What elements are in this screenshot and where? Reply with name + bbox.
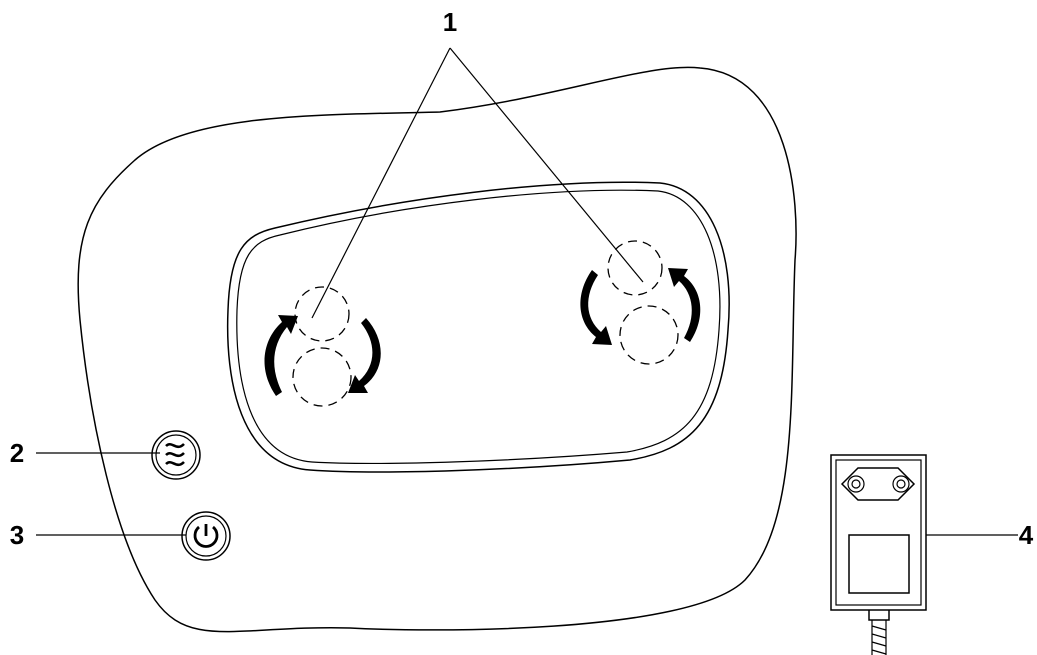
cushion-body-outline [77, 66, 797, 633]
curved-arrow-icon [580, 270, 612, 345]
curved-arrow-icon [264, 315, 298, 396]
callout-4: 4 [1019, 520, 1034, 550]
dashed-circle-pair-icon [607, 240, 663, 296]
massage-panel-outer [226, 181, 730, 473]
callout-3: 3 [10, 520, 24, 550]
leader-lines [36, 47, 1018, 536]
curved-arrow-icon [668, 268, 701, 342]
massage-heads-left [264, 286, 381, 407]
power-icon [193, 524, 219, 548]
callout-1: 1 [443, 7, 457, 37]
euro-plug-icon [840, 467, 916, 501]
callout-2: 2 [10, 438, 24, 468]
power-button[interactable] [181, 511, 231, 561]
dashed-circle-pair-icon [294, 286, 350, 342]
curved-arrow-icon [348, 318, 381, 393]
heat-waves-icon [165, 442, 185, 467]
power-adapter [830, 454, 927, 655]
massage-heads-right [580, 240, 701, 365]
massage-panel-inner [236, 189, 721, 464]
adapter-cable [868, 610, 890, 621]
adapter-label-area [848, 534, 910, 594]
heat-button[interactable] [151, 430, 201, 480]
